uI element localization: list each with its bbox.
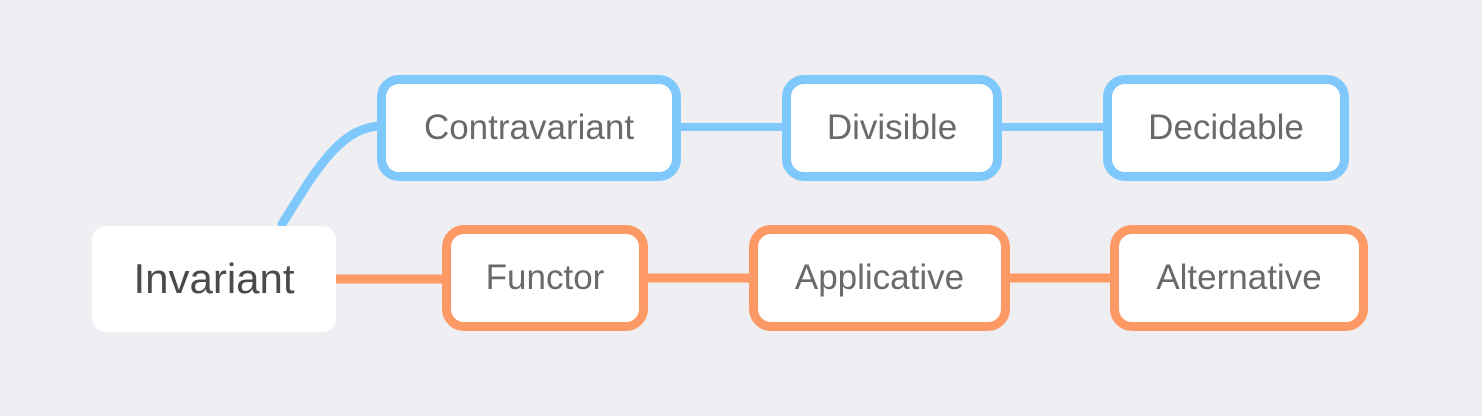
node-divisible[interactable]: Divisible xyxy=(782,75,1002,181)
root-node-invariant[interactable]: Invariant xyxy=(92,226,336,332)
node-applicative[interactable]: Applicative xyxy=(749,225,1010,331)
connector-invariant-contravariant xyxy=(277,121,387,229)
node-functor[interactable]: Functor xyxy=(442,225,648,331)
node-contravariant[interactable]: Contravariant xyxy=(377,75,681,181)
node-alternative[interactable]: Alternative xyxy=(1110,225,1368,331)
node-decidable[interactable]: Decidable xyxy=(1103,75,1349,181)
